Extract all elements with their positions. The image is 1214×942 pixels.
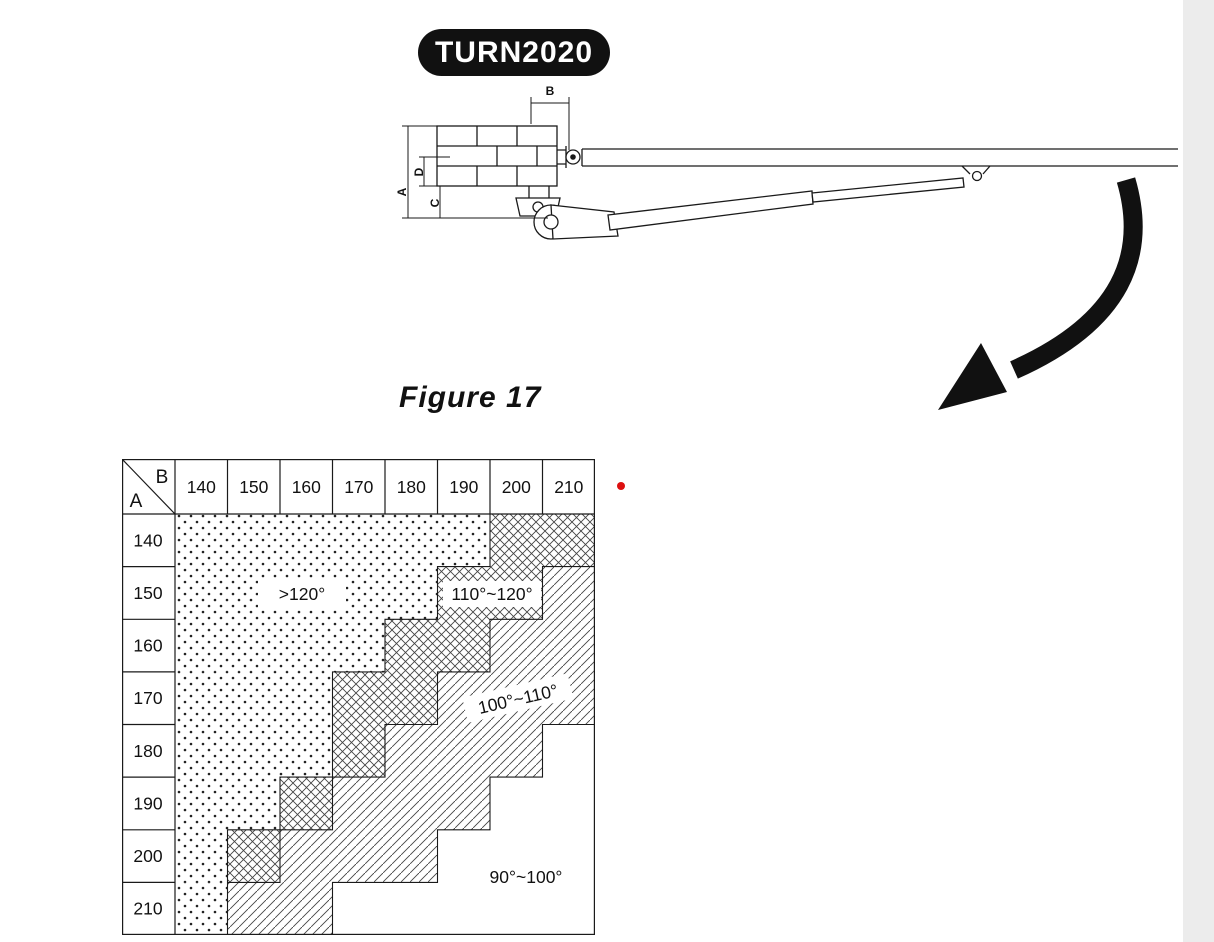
corner-col-label: B xyxy=(156,467,169,488)
row-header: 170 xyxy=(133,688,162,708)
region-label-gt120: >120° xyxy=(279,584,325,604)
table-grid xyxy=(122,459,595,935)
wall-bracket xyxy=(436,125,558,187)
dimension-lines xyxy=(402,97,570,219)
dim-d-label: D xyxy=(412,167,426,176)
region-100-110 xyxy=(227,566,595,935)
region-boundaries xyxy=(226,514,595,935)
region-label-110-120: 110°~120° xyxy=(451,584,532,604)
col-header: 180 xyxy=(397,477,426,497)
col-header: 140 xyxy=(187,477,216,497)
page-edge xyxy=(1183,0,1214,942)
col-header: 160 xyxy=(292,477,321,497)
row-header: 140 xyxy=(133,531,162,551)
row-header: 160 xyxy=(133,636,162,656)
gate-bar xyxy=(581,148,1178,167)
dim-a-label: A xyxy=(395,187,409,196)
actuator-arm xyxy=(515,165,991,240)
angle-table: B A 140 150 160 170 180 190 200 210 140 … xyxy=(122,459,595,935)
model-badge-label: TURN2020 xyxy=(434,35,594,69)
dim-c-label: C xyxy=(428,198,442,207)
ball-joint xyxy=(557,146,581,168)
row-headers: 140 150 160 170 180 190 200 210 xyxy=(133,531,162,919)
row-header: 180 xyxy=(133,741,162,761)
gate-opener-drawing: B A D C xyxy=(395,84,1178,410)
model-badge: TURN2020 xyxy=(418,29,610,76)
region-label-90-100: 90°~100° xyxy=(490,867,563,887)
red-dot xyxy=(617,482,625,490)
dim-b-label: B xyxy=(546,84,555,98)
curved-arrow-icon xyxy=(938,177,1143,410)
col-header: 150 xyxy=(239,477,268,497)
row-header: 190 xyxy=(133,793,162,813)
row-header: 150 xyxy=(133,583,162,603)
corner-row-label: A xyxy=(130,491,143,512)
figure-caption: Figure 17 xyxy=(399,381,542,414)
col-header: 190 xyxy=(449,477,478,497)
col-headers: 140 150 160 170 180 190 200 210 xyxy=(187,477,584,497)
col-header: 170 xyxy=(344,477,373,497)
col-header: 200 xyxy=(502,477,531,497)
col-header: 210 xyxy=(554,477,583,497)
row-header: 200 xyxy=(133,846,162,866)
row-header: 210 xyxy=(133,899,162,919)
